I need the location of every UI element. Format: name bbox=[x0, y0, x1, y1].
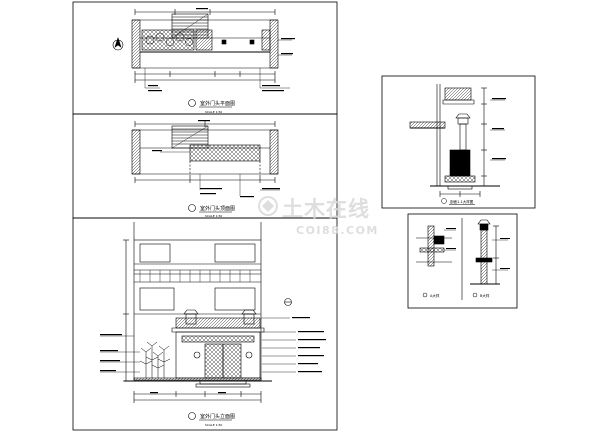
section-marker-icon bbox=[284, 298, 292, 306]
detail-b-title: B大样 bbox=[480, 293, 490, 298]
detail-a-drawing bbox=[416, 225, 456, 267]
top-view-scale: SCALE 1:50 bbox=[205, 214, 222, 218]
elevation-drawing bbox=[100, 222, 296, 403]
plan-drawing bbox=[112, 9, 292, 89]
elevation-scale: SCALE 1:50 bbox=[205, 423, 222, 427]
top-view-title-block: 室外门头顶面图 SCALE 1:50 bbox=[188, 204, 235, 218]
watermark: 土木在线 COI88.COM bbox=[258, 196, 379, 237]
section-sheet-frame bbox=[381, 75, 536, 209]
gate-roof bbox=[175, 317, 261, 329]
north-arrow-icon bbox=[112, 37, 124, 51]
plan-annotation-marks bbox=[148, 8, 295, 92]
detail-title-blocks: A大样 B大样 bbox=[422, 292, 490, 298]
plan-plant-symbols bbox=[145, 32, 193, 47]
section-title-block: 剖面1-1大样图 bbox=[441, 198, 475, 205]
section-drawing bbox=[409, 84, 505, 197]
watermark-sub-text: COI88.COM bbox=[296, 224, 379, 237]
elevation-annotation-marks bbox=[100, 317, 326, 394]
detail-a-title: A大样 bbox=[430, 293, 440, 298]
elevation-sheet-frame bbox=[72, 217, 338, 431]
top-view-drawing bbox=[131, 121, 280, 196]
plan-sheet-frame bbox=[72, 1, 338, 115]
watermark-logo-icon bbox=[258, 196, 278, 216]
plan-title: 室外门头平面图 bbox=[200, 100, 235, 107]
sheet-frames bbox=[72, 1, 536, 431]
section-annotation-marks bbox=[492, 98, 506, 160]
section-title: 剖面1-1大样图 bbox=[450, 199, 474, 204]
plan-title-block: 室外门头平面图 SCALE 1:50 bbox=[188, 99, 235, 114]
top-view-annotation-marks bbox=[152, 120, 280, 198]
canopy-lattice bbox=[189, 144, 261, 162]
plan-scale: SCALE 1:50 bbox=[205, 110, 222, 114]
elevation-title: 室外门头立面图 bbox=[200, 413, 235, 420]
elevation-title-block: 室外门头立面图 SCALE 1:50 bbox=[188, 412, 235, 427]
elevation-plants bbox=[139, 341, 171, 378]
top-view-title: 室外门头顶面图 bbox=[200, 205, 235, 212]
detail-sheet-frame bbox=[407, 213, 518, 309]
detail-annotation-marks bbox=[446, 228, 510, 269]
detail-b-drawing bbox=[470, 219, 508, 285]
section-door-panel bbox=[449, 149, 471, 177]
plan-planter bbox=[141, 29, 195, 51]
section-beam bbox=[409, 121, 446, 129]
watermark-main-text: 土木在线 bbox=[282, 197, 370, 221]
